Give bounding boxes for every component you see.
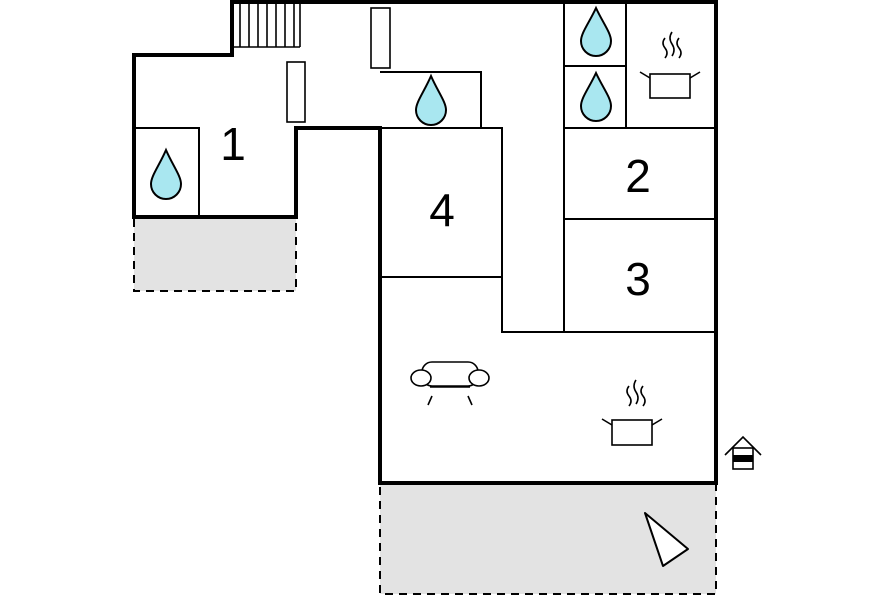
entrance-house-icon [724,435,762,470]
compass-north-icon [644,512,689,567]
room-4-label: 4 [429,184,455,236]
sofa-icon [410,361,490,406]
exterior-walls [132,0,718,485]
radiator-icon [370,7,391,69]
staircase-icon [232,3,301,48]
interior-walls [134,2,716,333]
water-drop-icon [414,73,448,126]
room-3-label: 3 [625,253,651,305]
water-drop-icon [579,70,613,122]
cooking-pot-icon [639,31,701,99]
water-drop-icon [579,5,613,57]
water-drop-icon [149,147,183,200]
room-2-label: 2 [625,150,651,202]
terrace-left [133,216,297,292]
cooking-pot-icon [601,379,663,446]
room-1-label: 1 [220,118,246,170]
radiator-icon [286,61,306,123]
